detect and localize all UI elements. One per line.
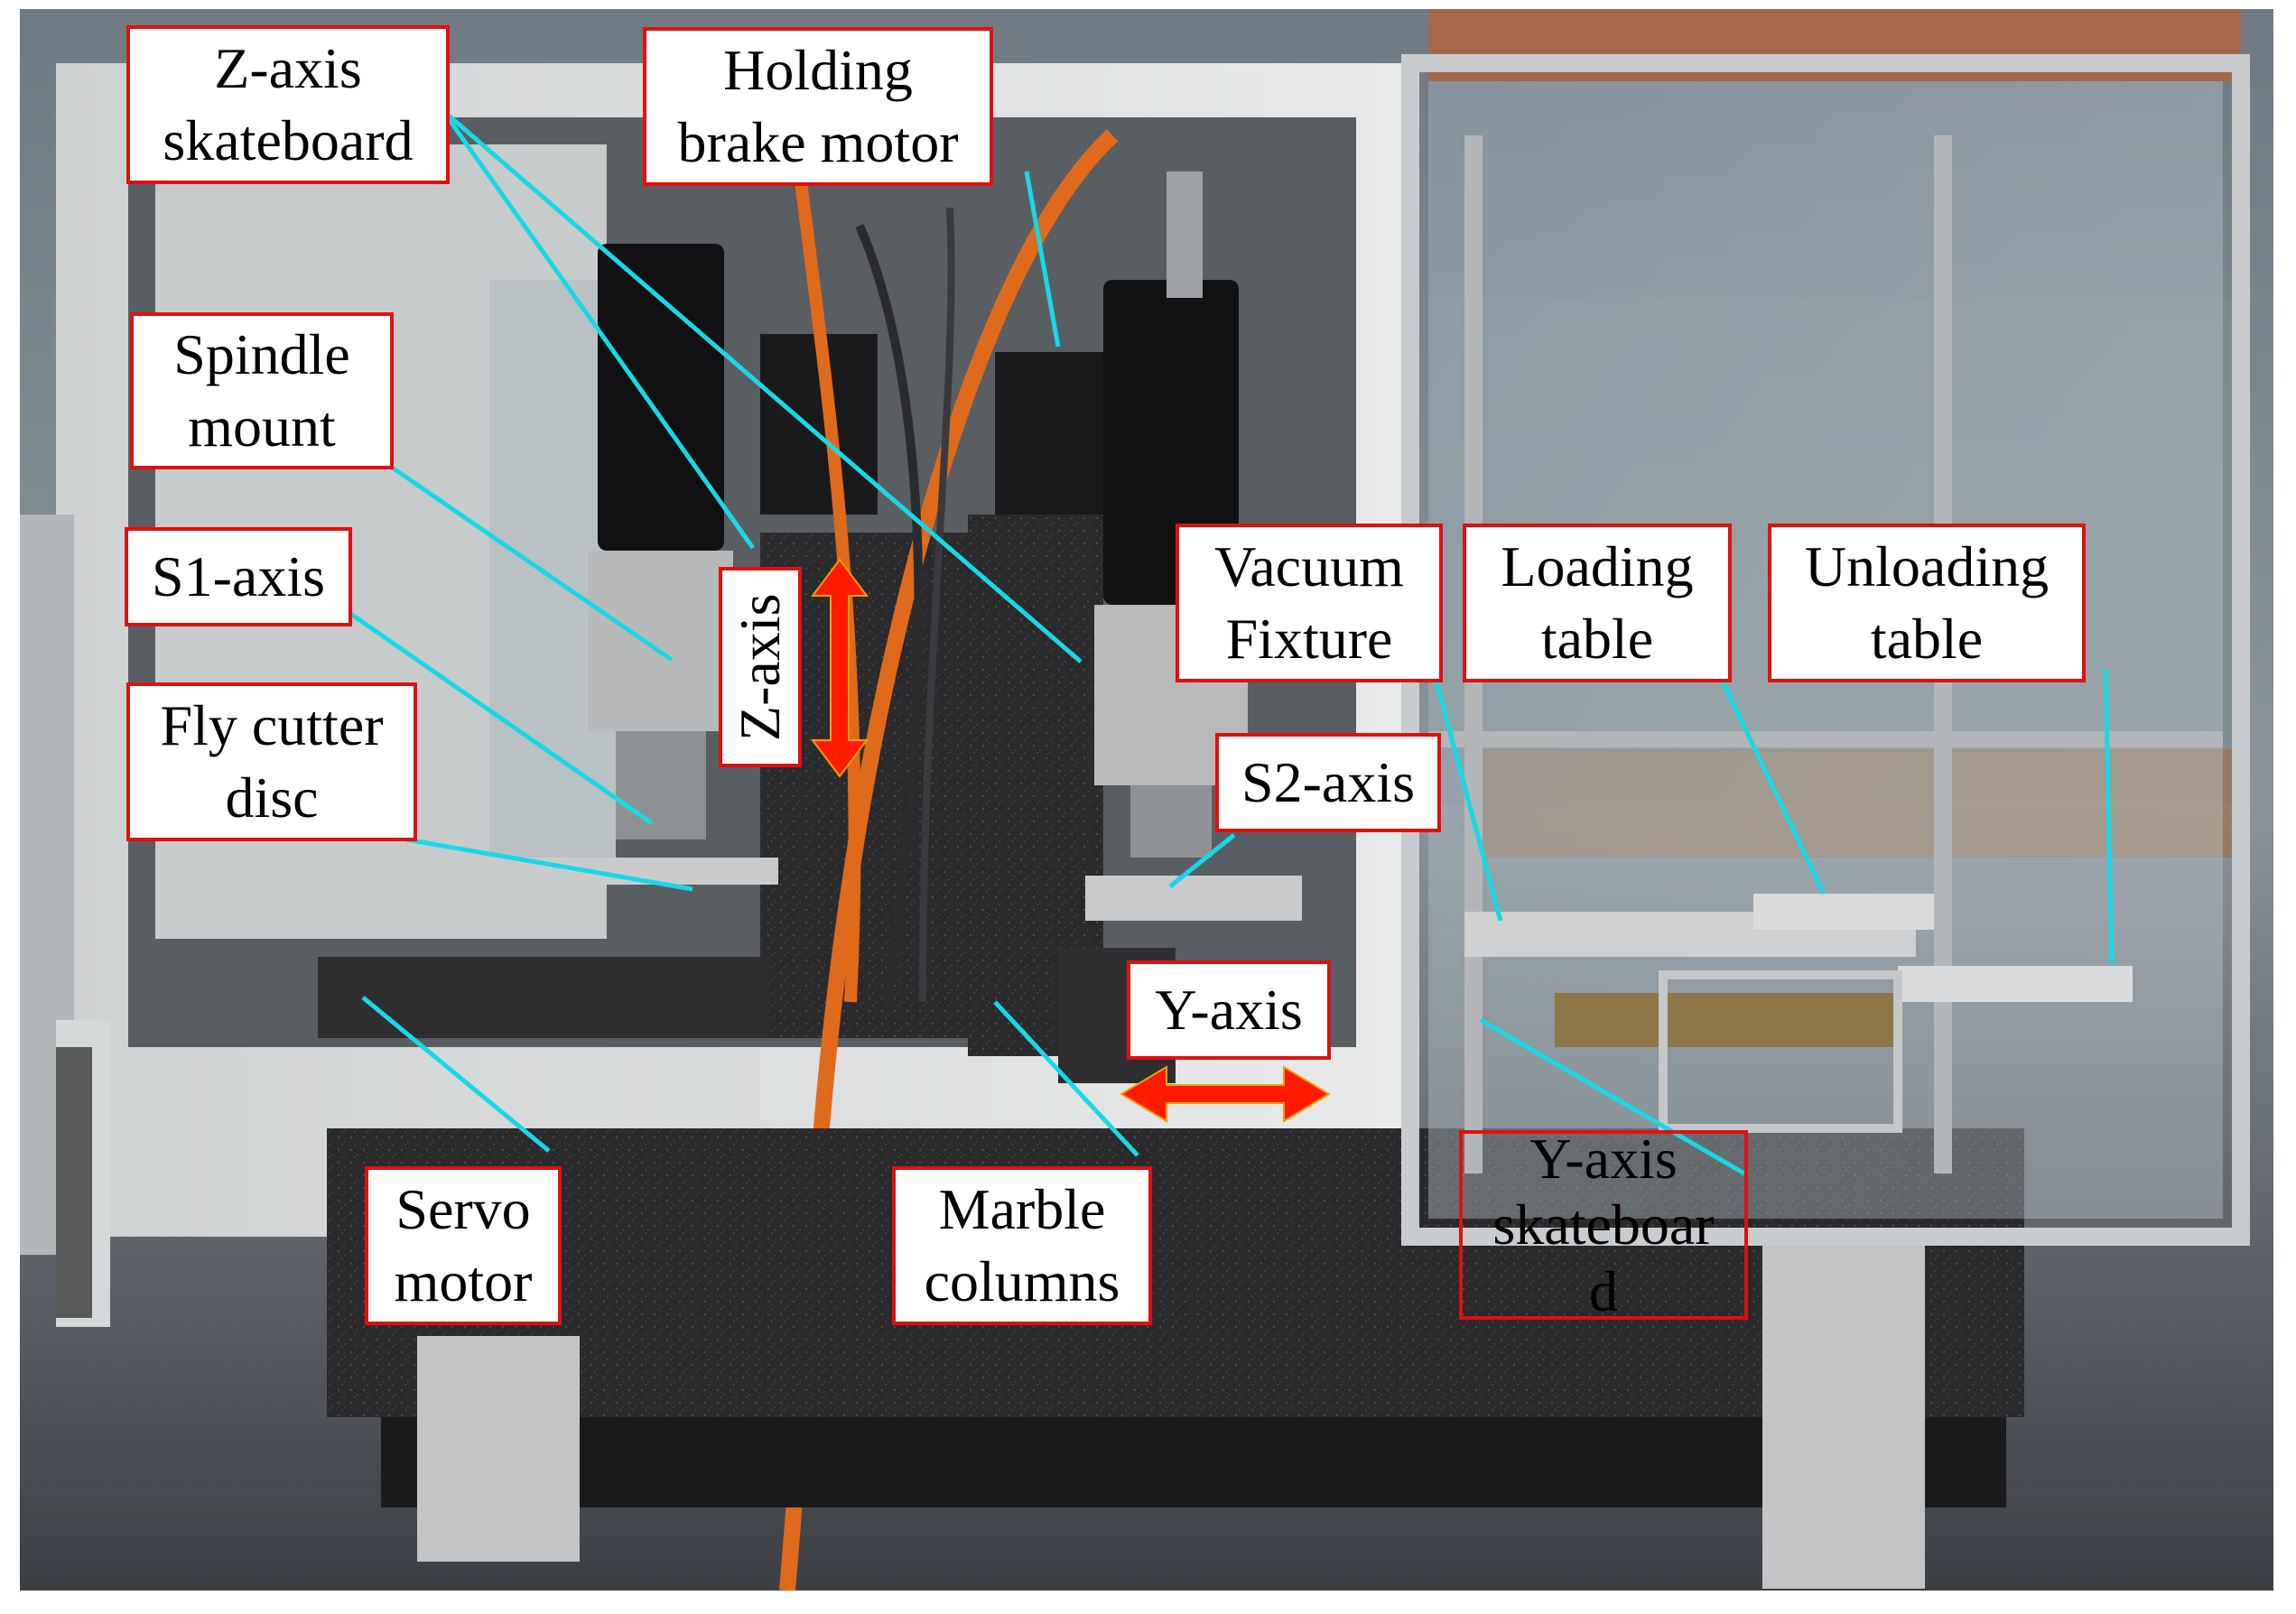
leader-lines	[339, 108, 2115, 1176]
s1-axis-label: S1-axis	[125, 527, 352, 626]
marble-columns-label: Marble columns	[892, 1166, 1152, 1325]
spindle-mount-label: Spindle mount	[130, 312, 394, 469]
y-axis-label: Y-axis	[1127, 960, 1331, 1060]
motion-arrows	[811, 558, 1331, 1123]
holding-brake-motor-label: Holding brake motor	[643, 27, 993, 186]
unloading-table-label: Unloading table	[1768, 524, 2086, 682]
fly-cutter-disc-label: Fly cutter disc	[126, 682, 417, 841]
vacuum-fixture-label: Vacuum Fixture	[1176, 524, 1443, 682]
loading-table-label: Loading table	[1463, 524, 1732, 682]
y-axis-skateboard-label: Y-axis skateboar d	[1459, 1127, 1748, 1323]
z-axis-label: Z-axis	[719, 567, 802, 767]
servo-motor-label: Servo motor	[365, 1166, 562, 1325]
z-axis-skateboard-label: Z-axis skateboard	[126, 25, 450, 184]
s2-axis-label: S2-axis	[1215, 733, 1441, 832]
